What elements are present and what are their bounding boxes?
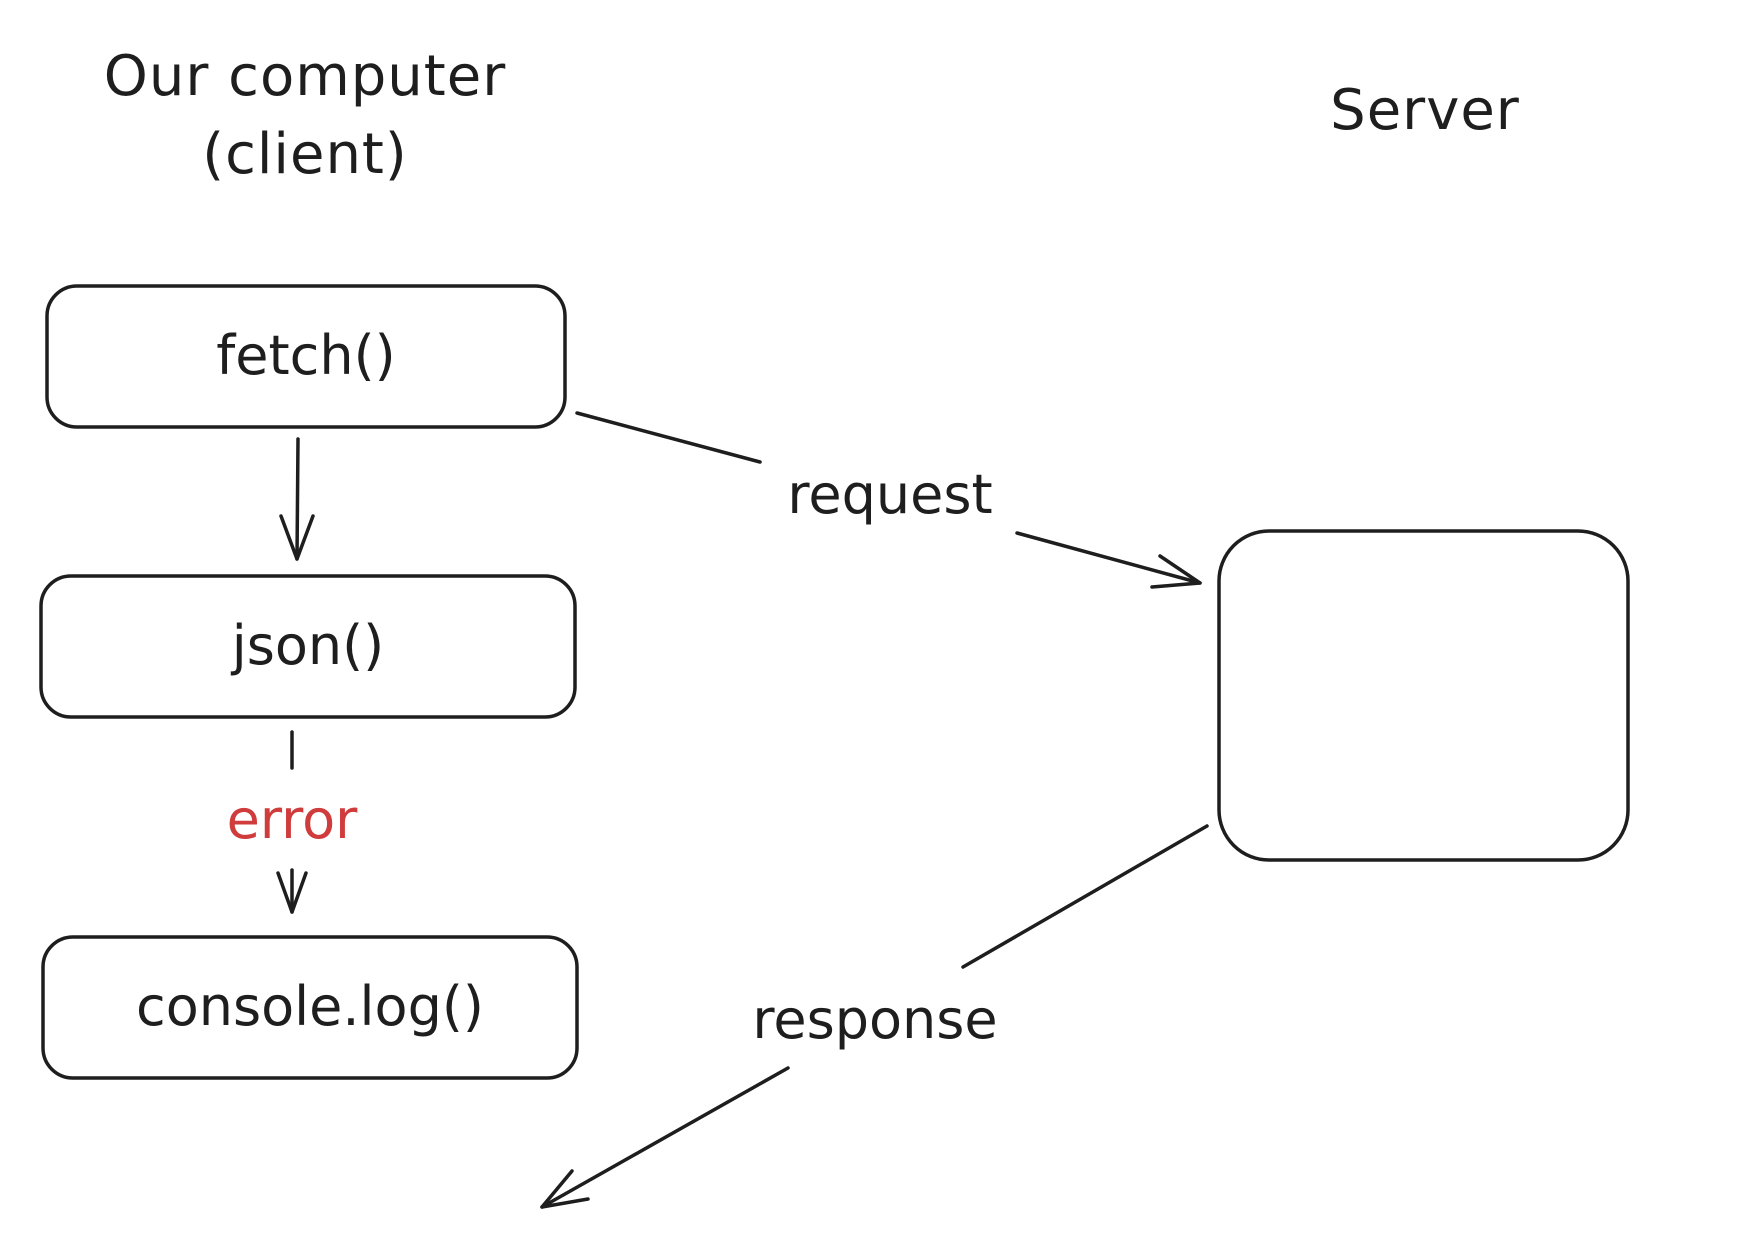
fetch-node-box[interactable] [45,284,567,429]
json-node-box[interactable] [39,574,577,719]
response-label: response [752,988,998,1051]
client-heading: Our computer (client) [60,38,550,194]
request-label: request [787,463,993,526]
server-node-box[interactable] [1217,529,1630,862]
server-heading: Server [1330,78,1520,143]
client-heading-line1: Our computer [103,44,507,109]
client-heading-line2: (client) [202,122,408,187]
fetch-node-label: fetch() [216,324,396,387]
console-log-node-box[interactable] [41,935,579,1080]
json-to-console-arrow [276,730,308,914]
request-arrow [575,411,1202,589]
fetch-to-json-arrow [279,437,315,561]
error-label: error [226,788,358,851]
json-node-label: json() [231,614,385,677]
console-log-node-label: console.log() [136,975,484,1038]
response-arrow [540,824,1209,1209]
